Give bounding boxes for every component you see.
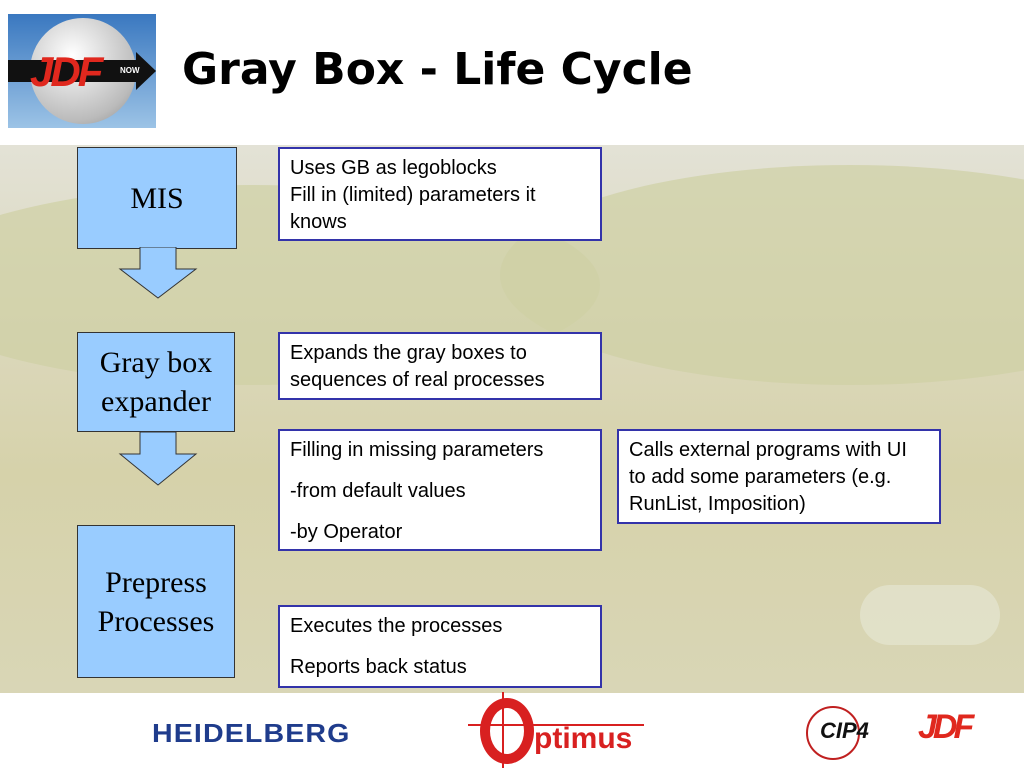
jdf-logo-sub: NOW [120,66,140,75]
cip4-watermark [860,585,1000,645]
stage-prepress-processes: Prepress Processes [77,525,235,678]
note-line: Expands the gray boxes to sequences of r… [290,342,545,391]
cip4-logo-text: CIP4 [820,718,869,743]
note-line: Filling in missing parameters [290,439,544,461]
optimus-logo: ptimus [468,692,648,768]
note-line: Calls external programs with UI to add s… [629,439,907,515]
page-title: Gray Box - Life Cycle [182,44,693,95]
note-fill: Filling in missing parameters -from defau… [278,429,602,551]
heidelberg-logo: HEIDELBERG [152,718,351,748]
cip4-logo: CIP4 [800,700,870,760]
note-expand: Expands the gray boxes to sequences of r… [278,332,602,400]
stage-mis: MIS [77,147,237,249]
down-arrow-icon [118,247,198,299]
jdf-logo: JDF NOW [8,14,156,128]
jdf-small-logo: JDF [918,708,974,746]
note-external: Calls external programs with UI to add s… [617,429,941,524]
note-line: -by Operator [290,521,403,543]
note-line: Fill in (limited) parameters it knows [290,184,536,233]
jdf-logo-text: JDF [30,48,103,95]
stage-gray-box-expander: Gray box expander [77,332,235,432]
optimus-logo-text: ptimus [534,722,633,755]
note-line: -from default values [290,480,466,502]
down-arrow-icon [118,432,198,486]
note-line: Executes the processes [290,615,503,637]
note-line: Reports back status [290,656,467,678]
note-line: Uses GB as legoblocks [290,157,497,179]
